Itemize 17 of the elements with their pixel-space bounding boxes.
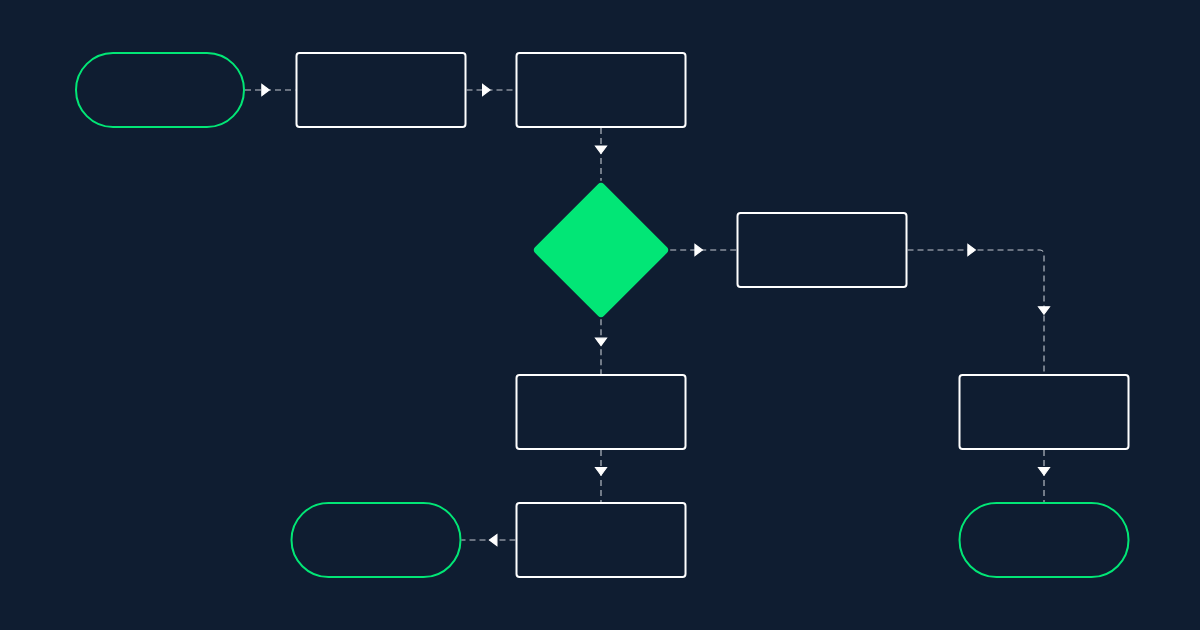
dashed-arrow	[1037, 449, 1051, 503]
dashed-arrow	[594, 449, 608, 503]
process-box	[295, 52, 467, 128]
dashed-arrow	[594, 127, 608, 182]
process-box	[736, 212, 908, 288]
dashed-arrow	[669, 243, 738, 257]
process-box	[515, 374, 687, 450]
decision-diamond	[533, 182, 669, 318]
process-box	[958, 374, 1130, 450]
process-box	[515, 502, 687, 578]
terminal-pill	[290, 502, 462, 578]
dashed-arrow	[244, 83, 297, 97]
process-box	[515, 52, 687, 128]
dashed-arrow	[594, 318, 608, 375]
dashed-arrow	[460, 533, 517, 547]
terminal-pill	[75, 52, 245, 128]
terminal-pill	[958, 502, 1130, 578]
